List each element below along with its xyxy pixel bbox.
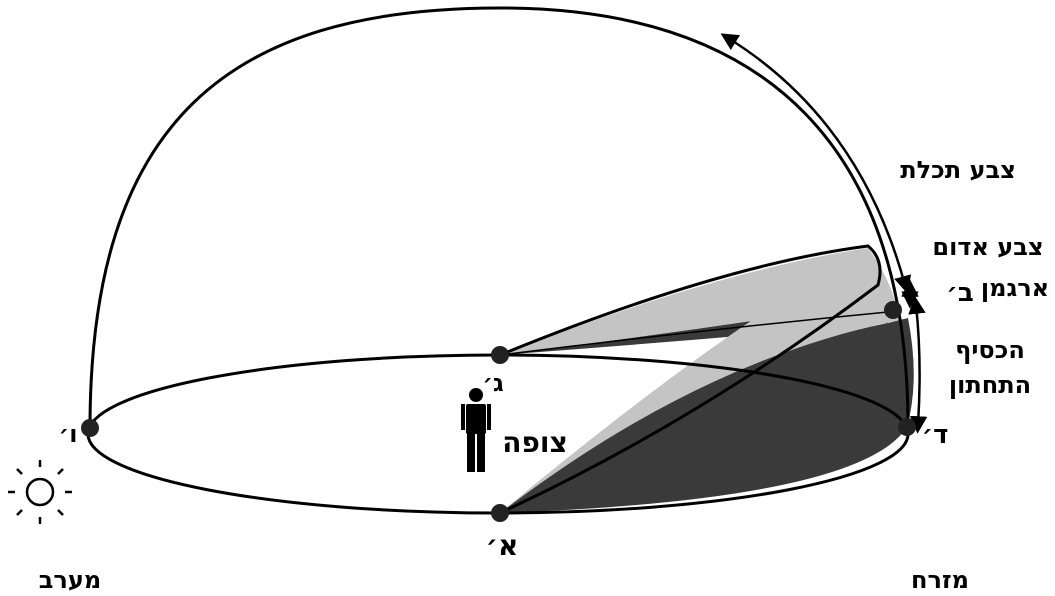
dark-shadow-region [500,318,914,513]
point-g-label: ג׳ [482,369,504,397]
lower-silver-label-line2: התחתון [949,371,1031,399]
blue-sky-label: צבע תכלת [900,156,1016,184]
point-a-label: א׳ [486,529,519,562]
point-v-dot [81,419,99,437]
red-label-line2: ארגמן [981,274,1049,302]
light-band-lower [500,248,900,513]
west-label: מערב [39,566,101,594]
point-b-dot [884,301,902,319]
lower-silver-label-line1: הכסיף [955,336,1025,364]
point-b-label: ב׳ [946,278,973,308]
sun-icon [8,460,72,524]
point-d-label: ד׳ [922,420,949,450]
observer-label: צופה [502,426,568,459]
point-v-label: ו׳ [59,420,78,448]
person-icon [461,388,491,472]
point-a-dot [491,504,509,522]
blue-sky-arrow [720,33,912,294]
point-d-dot [898,418,916,436]
red-label-line1: צבע אדום [932,233,1043,261]
lower-silver-arrow [908,296,928,434]
boundary-lower [499,311,889,356]
east-label: מזרח [911,566,969,594]
point-g-dot [491,346,509,364]
